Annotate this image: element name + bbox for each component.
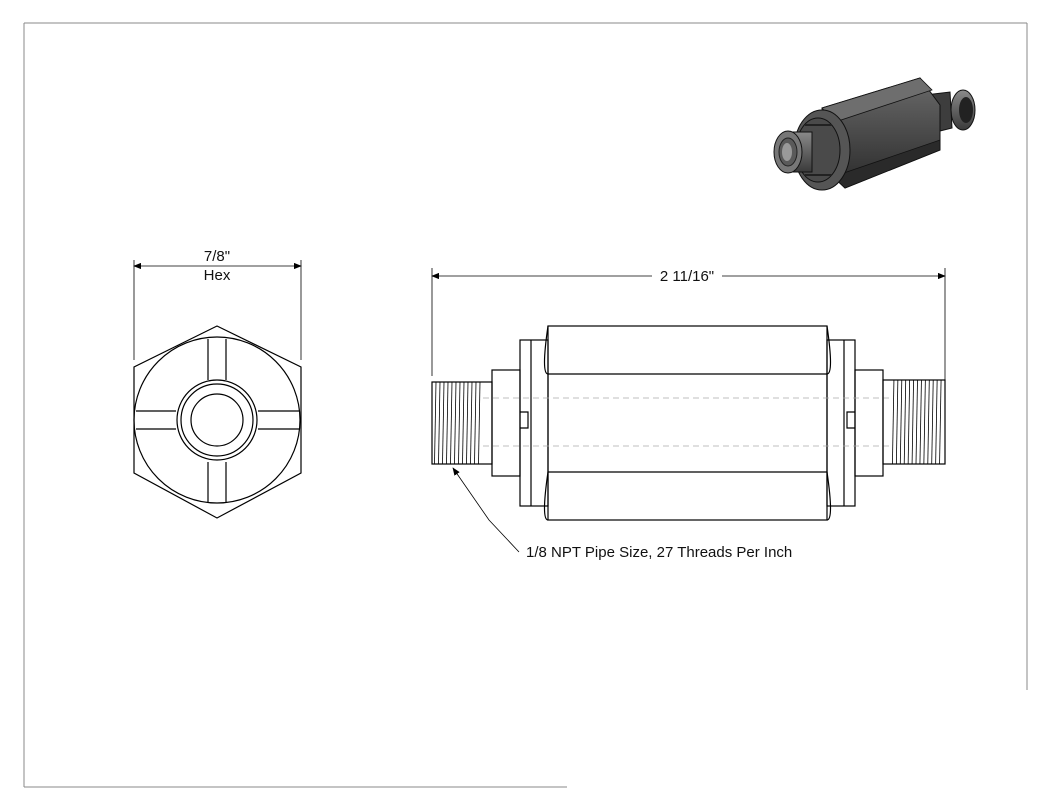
- thread-crest-line: [438, 381, 441, 465]
- side-view: [431, 268, 946, 521]
- thread-crest-line: [454, 381, 457, 465]
- thread-crest-line: [895, 379, 899, 465]
- thread-crest-line: [935, 379, 938, 465]
- thread-crest-line: [434, 381, 437, 465]
- thread-note-label: 1/8 NPT Pipe Size, 27 Threads Per Inch: [526, 544, 792, 561]
- thread-crest-line: [892, 379, 895, 465]
- thread-crest-line: [911, 379, 914, 465]
- thread-crest-line: [903, 379, 907, 465]
- end-view: [133, 260, 302, 519]
- thread-crest-line: [915, 379, 918, 465]
- isometric-view: [773, 77, 976, 191]
- end-view-width-label: 7/8": [204, 248, 230, 265]
- thread-crest-line: [458, 381, 461, 465]
- thread-crest-line: [939, 379, 942, 465]
- thread-crest-line: [462, 381, 465, 465]
- thread-crest-line: [442, 381, 445, 465]
- thread-crest-line: [474, 381, 477, 465]
- end-view-hex-label: Hex: [204, 267, 231, 284]
- thread-crest-line: [470, 381, 473, 465]
- width-label-bg: [195, 248, 239, 262]
- thread-crest-line: [907, 379, 911, 465]
- thread-crest-line: [478, 381, 481, 465]
- thread-crest-line: [899, 379, 903, 465]
- thread-crest-line: [446, 381, 449, 465]
- thread-crest-line: [450, 381, 453, 465]
- thread-crest-line: [927, 379, 930, 465]
- side-view-length-label: 2 11/16": [660, 268, 714, 285]
- thread-crest-line: [466, 381, 469, 465]
- sheet-border: [23, 22, 1028, 788]
- thread-crest-line: [931, 379, 934, 465]
- thread-crest-line: [919, 379, 922, 465]
- thread-callout-leader: [452, 467, 520, 553]
- thread-crest-line: [923, 379, 926, 465]
